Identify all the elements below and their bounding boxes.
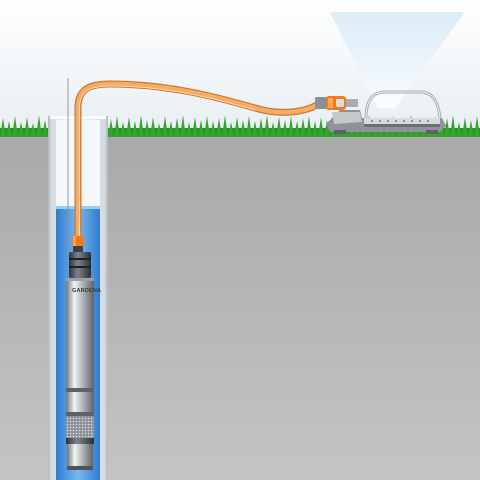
- grass: [0, 115, 480, 137]
- water-spray-icon: [330, 12, 465, 108]
- hose-coupling-icon: [315, 96, 358, 110]
- submersible-pump-icon: GARDENA: [66, 252, 101, 470]
- pump-intake-mesh: [66, 416, 94, 438]
- oscillating-sprinkler-icon: [326, 90, 446, 134]
- brand-label: GARDENA: [72, 288, 101, 294]
- pump-hose-connector: [72, 236, 84, 252]
